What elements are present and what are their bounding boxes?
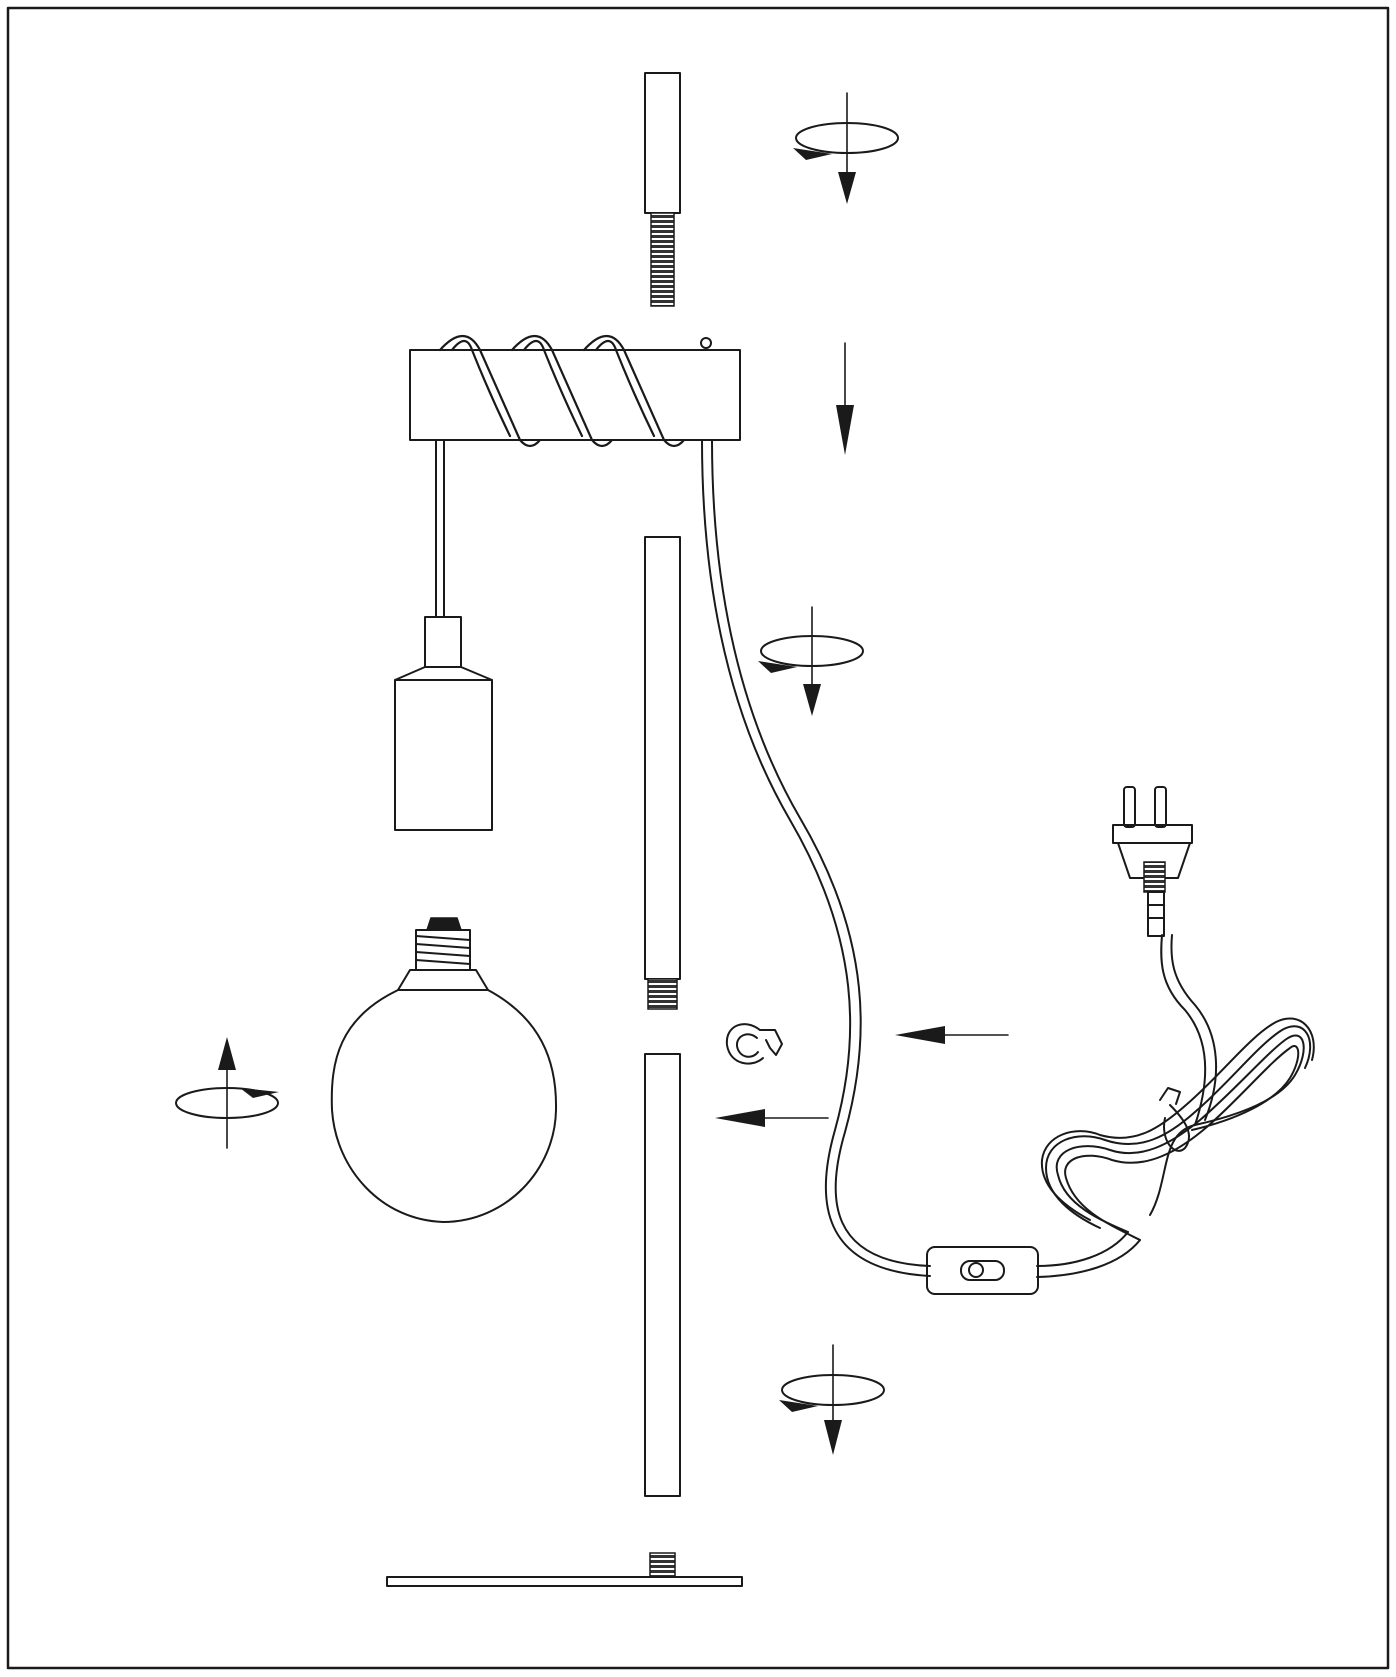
page-frame bbox=[6, 6, 1390, 1670]
light-bulb-part bbox=[330, 917, 558, 1223]
upper-pole-part bbox=[644, 536, 681, 1010]
power-cord-part bbox=[701, 439, 1141, 1278]
cable-clip-part bbox=[725, 1023, 783, 1065]
lower-pole-part bbox=[644, 1053, 681, 1497]
down-arrow-icon bbox=[836, 342, 854, 455]
rotate-down-arrow-icon bbox=[758, 606, 864, 716]
power-plug-part bbox=[1112, 786, 1193, 937]
rotate-down-arrow-icon bbox=[779, 1344, 885, 1455]
inline-switch-part bbox=[926, 1246, 1039, 1295]
top-finial-part bbox=[644, 72, 681, 307]
rotate-up-arrow-icon bbox=[175, 1037, 279, 1149]
pendant-socket-part bbox=[394, 616, 493, 831]
wood-beam-part bbox=[409, 334, 741, 618]
rotate-down-arrow-icon bbox=[793, 92, 899, 204]
base-plate-part bbox=[386, 1552, 743, 1587]
left-arrow-icon bbox=[715, 1109, 829, 1127]
coiled-cord-part bbox=[1040, 934, 1315, 1241]
left-arrow-icon bbox=[895, 1026, 1009, 1044]
